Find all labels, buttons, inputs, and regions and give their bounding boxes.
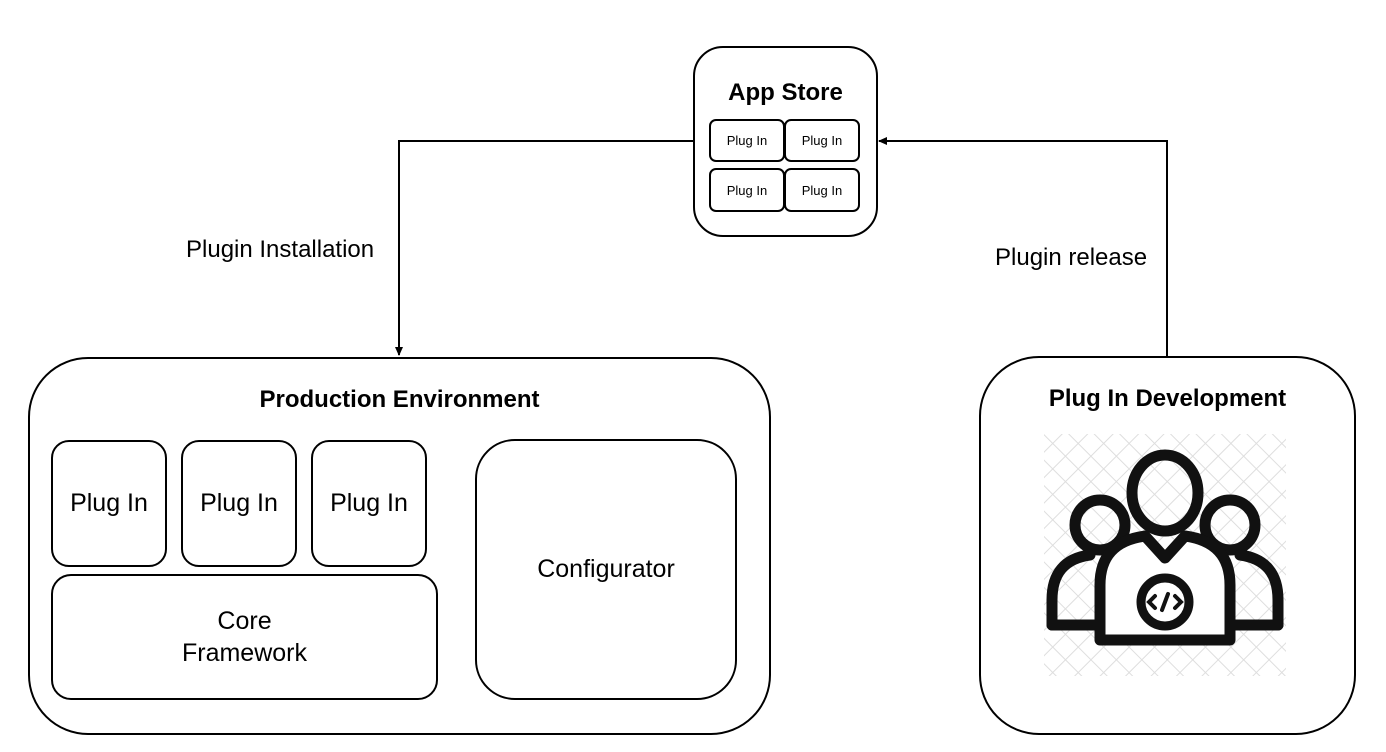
developer-team-icon: [1044, 434, 1286, 676]
configurator-box: Configurator: [475, 439, 737, 700]
core-framework-box: Core Framework: [51, 574, 438, 700]
production-plugin: Plug In: [51, 440, 167, 567]
release-arrow: [878, 137, 1168, 357]
core-framework-line2: Framework: [181, 639, 307, 667]
app-store-plugin: Plug In: [709, 119, 785, 162]
installation-label: Plugin Installation: [186, 236, 375, 263]
app-store-plugin: Plug In: [784, 168, 860, 212]
production-plugin: Plug In: [311, 440, 427, 567]
installation-arrow: [395, 140, 694, 356]
production-environment-title: Production Environment: [259, 386, 540, 413]
production-plugin: Plug In: [181, 440, 297, 567]
app-store-title: App Store: [728, 79, 843, 106]
release-label: Plugin release: [995, 244, 1148, 271]
plugin-development-title: Plug In Development: [1048, 385, 1287, 412]
core-framework-line1: Core: [217, 607, 272, 635]
app-store-plugin: Plug In: [784, 119, 860, 162]
app-store-plugin: Plug In: [709, 168, 785, 212]
